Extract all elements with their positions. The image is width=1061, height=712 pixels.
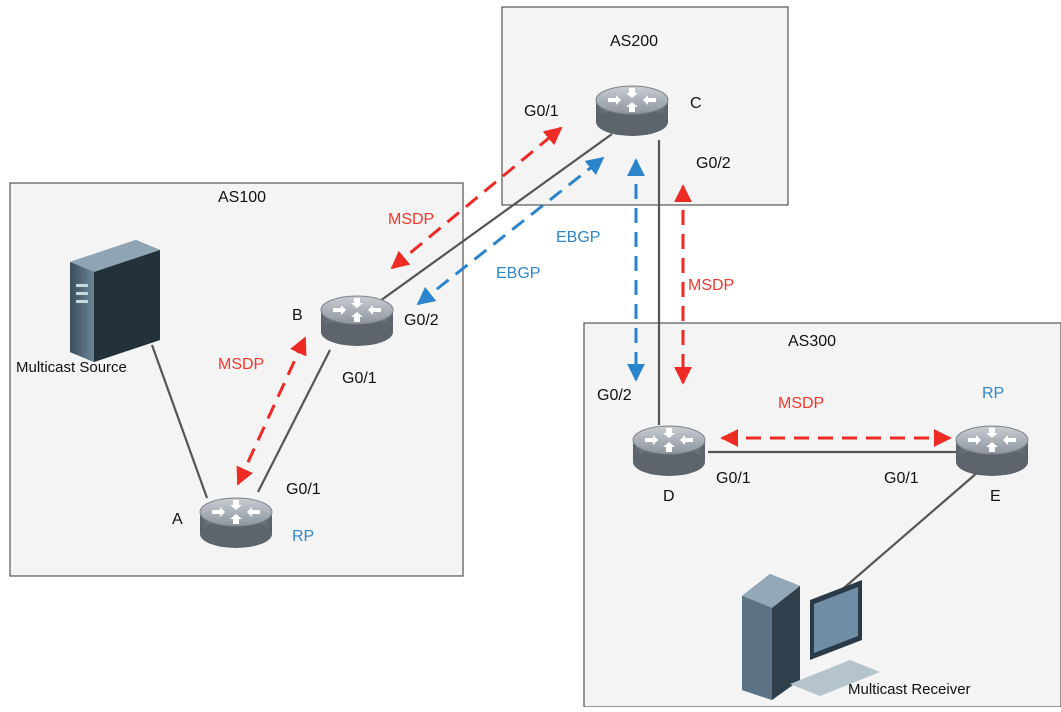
router-e-name: E [990,488,1001,505]
router-e-if-g01: G0/1 [884,470,919,487]
as200-label: AS200 [610,33,659,50]
ebgp-label-b: EBGP [496,265,541,282]
multicast-receiver-pc-icon [742,574,880,700]
router-c-if-g01: G0/1 [524,103,559,120]
as300-label: AS300 [788,333,837,350]
router-b-name: B [292,307,303,324]
router-a-rp-label: RP [292,528,315,545]
router-d-if-g02: G0/2 [597,387,632,404]
ebgp-label-c: EBGP [556,229,601,246]
ebgp-arrow-b-c [416,156,605,306]
link-e-receiver [829,471,979,601]
router-d-if-g01: G0/1 [716,470,751,487]
router-d-name: D [663,488,675,505]
multicast-receiver-label: Multicast Receiver [848,681,971,698]
router-e-icon [955,425,1029,477]
msdp-label-c-d: MSDP [688,277,735,294]
router-a-name: A [172,511,183,528]
router-e-rp-label: RP [982,385,1005,402]
router-b-icon [320,295,394,347]
router-c-if-g02: G0/2 [696,155,731,172]
router-b-if-g01: G0/1 [342,370,377,387]
msdp-label-b-c: MSDP [388,211,435,228]
router-b-if-g02: G0/2 [404,312,439,329]
router-d-icon [632,425,706,477]
as100-label: AS100 [218,189,267,206]
msdp-label-a-b: MSDP [218,356,265,373]
router-c-icon [595,85,669,137]
multicast-source-server-icon [70,240,160,362]
msdp-label-d-e: MSDP [778,395,825,412]
router-a-if-g01: G0/1 [286,481,321,498]
msdp-arrow-a-b [236,336,307,486]
router-a-icon [199,497,273,549]
router-c-name: C [690,95,702,112]
multicast-source-label: Multicast Source [16,359,127,376]
link-source-a [150,344,209,499]
